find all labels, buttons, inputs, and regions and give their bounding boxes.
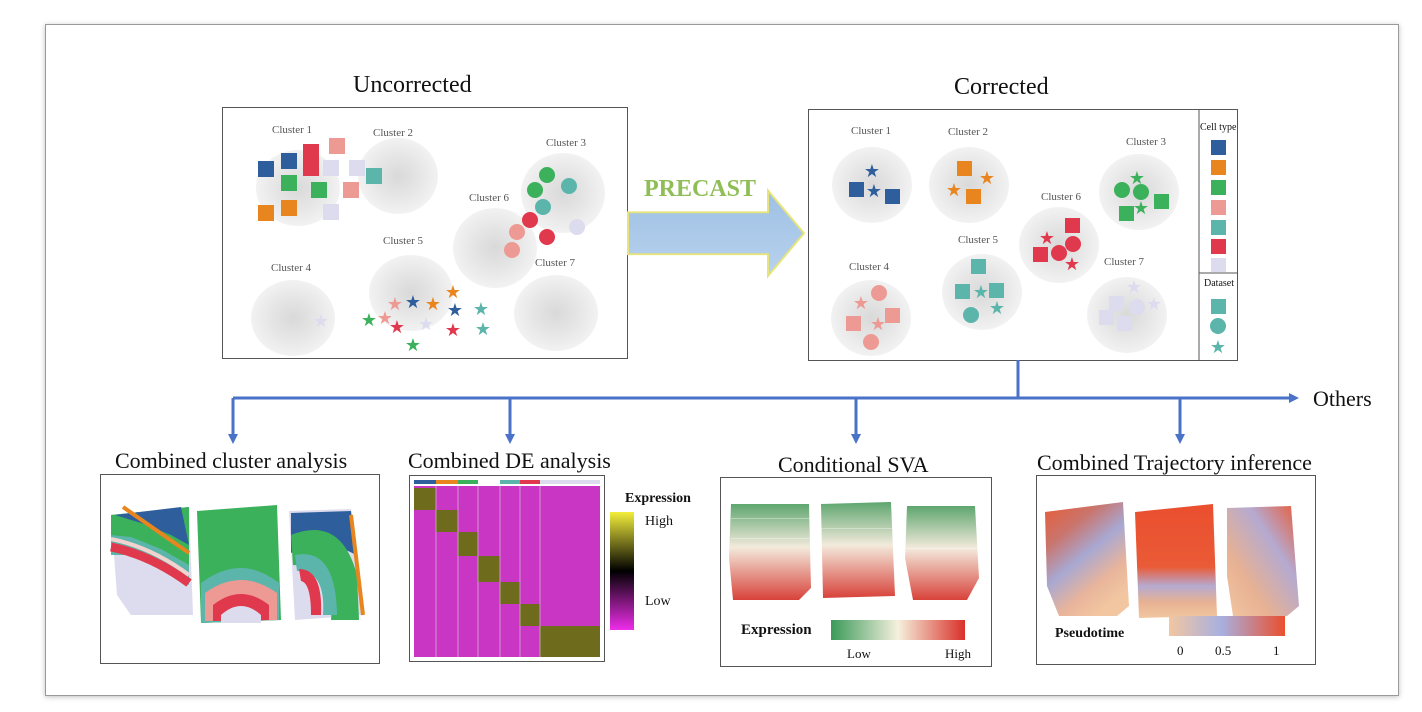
svg-text:★: ★ (1126, 277, 1142, 297)
de-legend-title: Expression (625, 491, 691, 506)
trajectory-tick: 1 (1273, 643, 1280, 658)
cluster-label: Cluster 4 (271, 262, 312, 274)
de-colorbar (610, 512, 634, 630)
cell-type-legend (1211, 140, 1226, 272)
cluster-label: Cluster 7 (535, 257, 576, 269)
trajectory-tick: 0.5 (1215, 643, 1232, 658)
trajectory-panel: Pseudotime 0 0.5 1 (1036, 475, 1316, 665)
dataset-legend-title: Dataset (1204, 278, 1234, 289)
cluster-analysis-panel (100, 474, 380, 664)
uncorrected-stars: ★ ★ ★ ★ ★ ★ ★ ★ ★ ★ ★ ★ ★ ★ (313, 282, 491, 355)
svg-text:★: ★ (473, 299, 489, 319)
corrected-panel: ★ ★ ★ ★ ★ ★ ★ (808, 109, 1238, 361)
de-legend-high: High (645, 514, 673, 529)
sva-colorbar (831, 620, 965, 640)
svg-text:★: ★ (1129, 168, 1145, 188)
trajectory-legend-title: Pseudotime (1055, 626, 1125, 641)
uncorrected-panel: ★ ★ ★ ★ ★ ★ ★ ★ ★ ★ ★ ★ ★ ★ Cluster 1 Cl… (222, 107, 628, 359)
cluster-analysis-title: Combined cluster analysis (115, 448, 348, 473)
sva-title: Conditional SVA (778, 452, 929, 477)
sva-map (729, 502, 979, 600)
corrected-plot: ★ ★ ★ ★ ★ ★ ★ (831, 110, 1237, 360)
svg-text:★: ★ (864, 161, 880, 181)
svg-text:★: ★ (387, 294, 403, 314)
trajectory-colorbar (1169, 616, 1285, 636)
svg-text:★: ★ (361, 310, 377, 330)
svg-text:★: ★ (1210, 337, 1226, 357)
uncorrected-points (258, 138, 585, 258)
svg-text:★: ★ (870, 314, 886, 334)
cluster-label: Cluster 1 (851, 125, 892, 137)
dataset-legend: ★ (1210, 299, 1226, 357)
svg-text:★: ★ (866, 181, 882, 201)
svg-text:★: ★ (425, 294, 441, 314)
svg-text:★: ★ (989, 298, 1005, 318)
cluster-label: Cluster 1 (272, 124, 313, 136)
sva-legend-title: Expression (741, 622, 812, 638)
precast-label: PRECAST (644, 176, 756, 202)
cluster-blob (251, 280, 335, 356)
corrected-title: Corrected (954, 74, 1049, 100)
svg-text:★: ★ (1133, 198, 1149, 218)
de-analysis-title: Combined DE analysis (408, 448, 611, 473)
de-heatmap-panel (409, 475, 605, 662)
svg-text:★: ★ (973, 282, 989, 302)
cluster-label: Cluster 6 (469, 192, 510, 204)
svg-text:★: ★ (979, 168, 995, 188)
cluster-label: Cluster 7 (1104, 256, 1145, 268)
svg-text:★: ★ (1064, 254, 1080, 274)
svg-text:★: ★ (313, 311, 329, 331)
svg-text:★: ★ (447, 300, 463, 320)
svg-text:★: ★ (1146, 294, 1162, 314)
sva-panel: Expression Low High (720, 477, 992, 667)
cluster-label: Cluster 2 (948, 126, 989, 138)
cluster-map (110, 505, 365, 623)
svg-text:★: ★ (853, 293, 869, 313)
cluster-label: Cluster 3 (1126, 136, 1167, 148)
cluster-label: Cluster 4 (849, 261, 890, 273)
trajectory-title: Combined Trajectory inference (1037, 450, 1312, 475)
cluster-label: Cluster 2 (373, 127, 414, 139)
cell-type-legend-title: Cell type (1200, 122, 1237, 133)
corrected-points: ★ ★ ★ ★ ★ ★ ★ (846, 161, 1169, 350)
svg-text:★: ★ (405, 335, 421, 355)
cluster-label: Cluster 5 (383, 235, 424, 247)
svg-text:★: ★ (946, 180, 962, 200)
svg-text:★: ★ (389, 317, 405, 337)
cluster-label: Cluster 6 (1041, 191, 1082, 203)
precast-arrow: PRECAST (627, 176, 806, 279)
svg-text:★: ★ (405, 292, 421, 312)
de-heatmap (414, 480, 600, 657)
svg-text:★: ★ (475, 319, 491, 339)
cluster-blob (358, 138, 438, 214)
others-label: Others (1313, 386, 1372, 411)
sva-legend-high: High (945, 646, 971, 661)
svg-text:★: ★ (1039, 228, 1055, 248)
svg-text:★: ★ (445, 320, 461, 340)
de-legend-low: Low (645, 594, 671, 609)
uncorrected-title: Uncorrected (353, 72, 472, 98)
trajectory-tick: 0 (1177, 643, 1184, 658)
sva-legend-low: Low (847, 646, 871, 661)
svg-text:★: ★ (377, 308, 393, 328)
uncorrected-plot: ★ ★ ★ ★ ★ ★ ★ ★ ★ ★ ★ ★ ★ ★ (251, 138, 605, 356)
cluster-blob (369, 255, 453, 331)
cluster-blob (514, 275, 598, 351)
trajectory-map (1045, 502, 1299, 618)
cluster-label: Cluster 3 (546, 137, 587, 149)
cluster-label: Cluster 5 (958, 234, 999, 246)
svg-text:★: ★ (445, 282, 461, 302)
svg-text:★: ★ (418, 314, 434, 334)
